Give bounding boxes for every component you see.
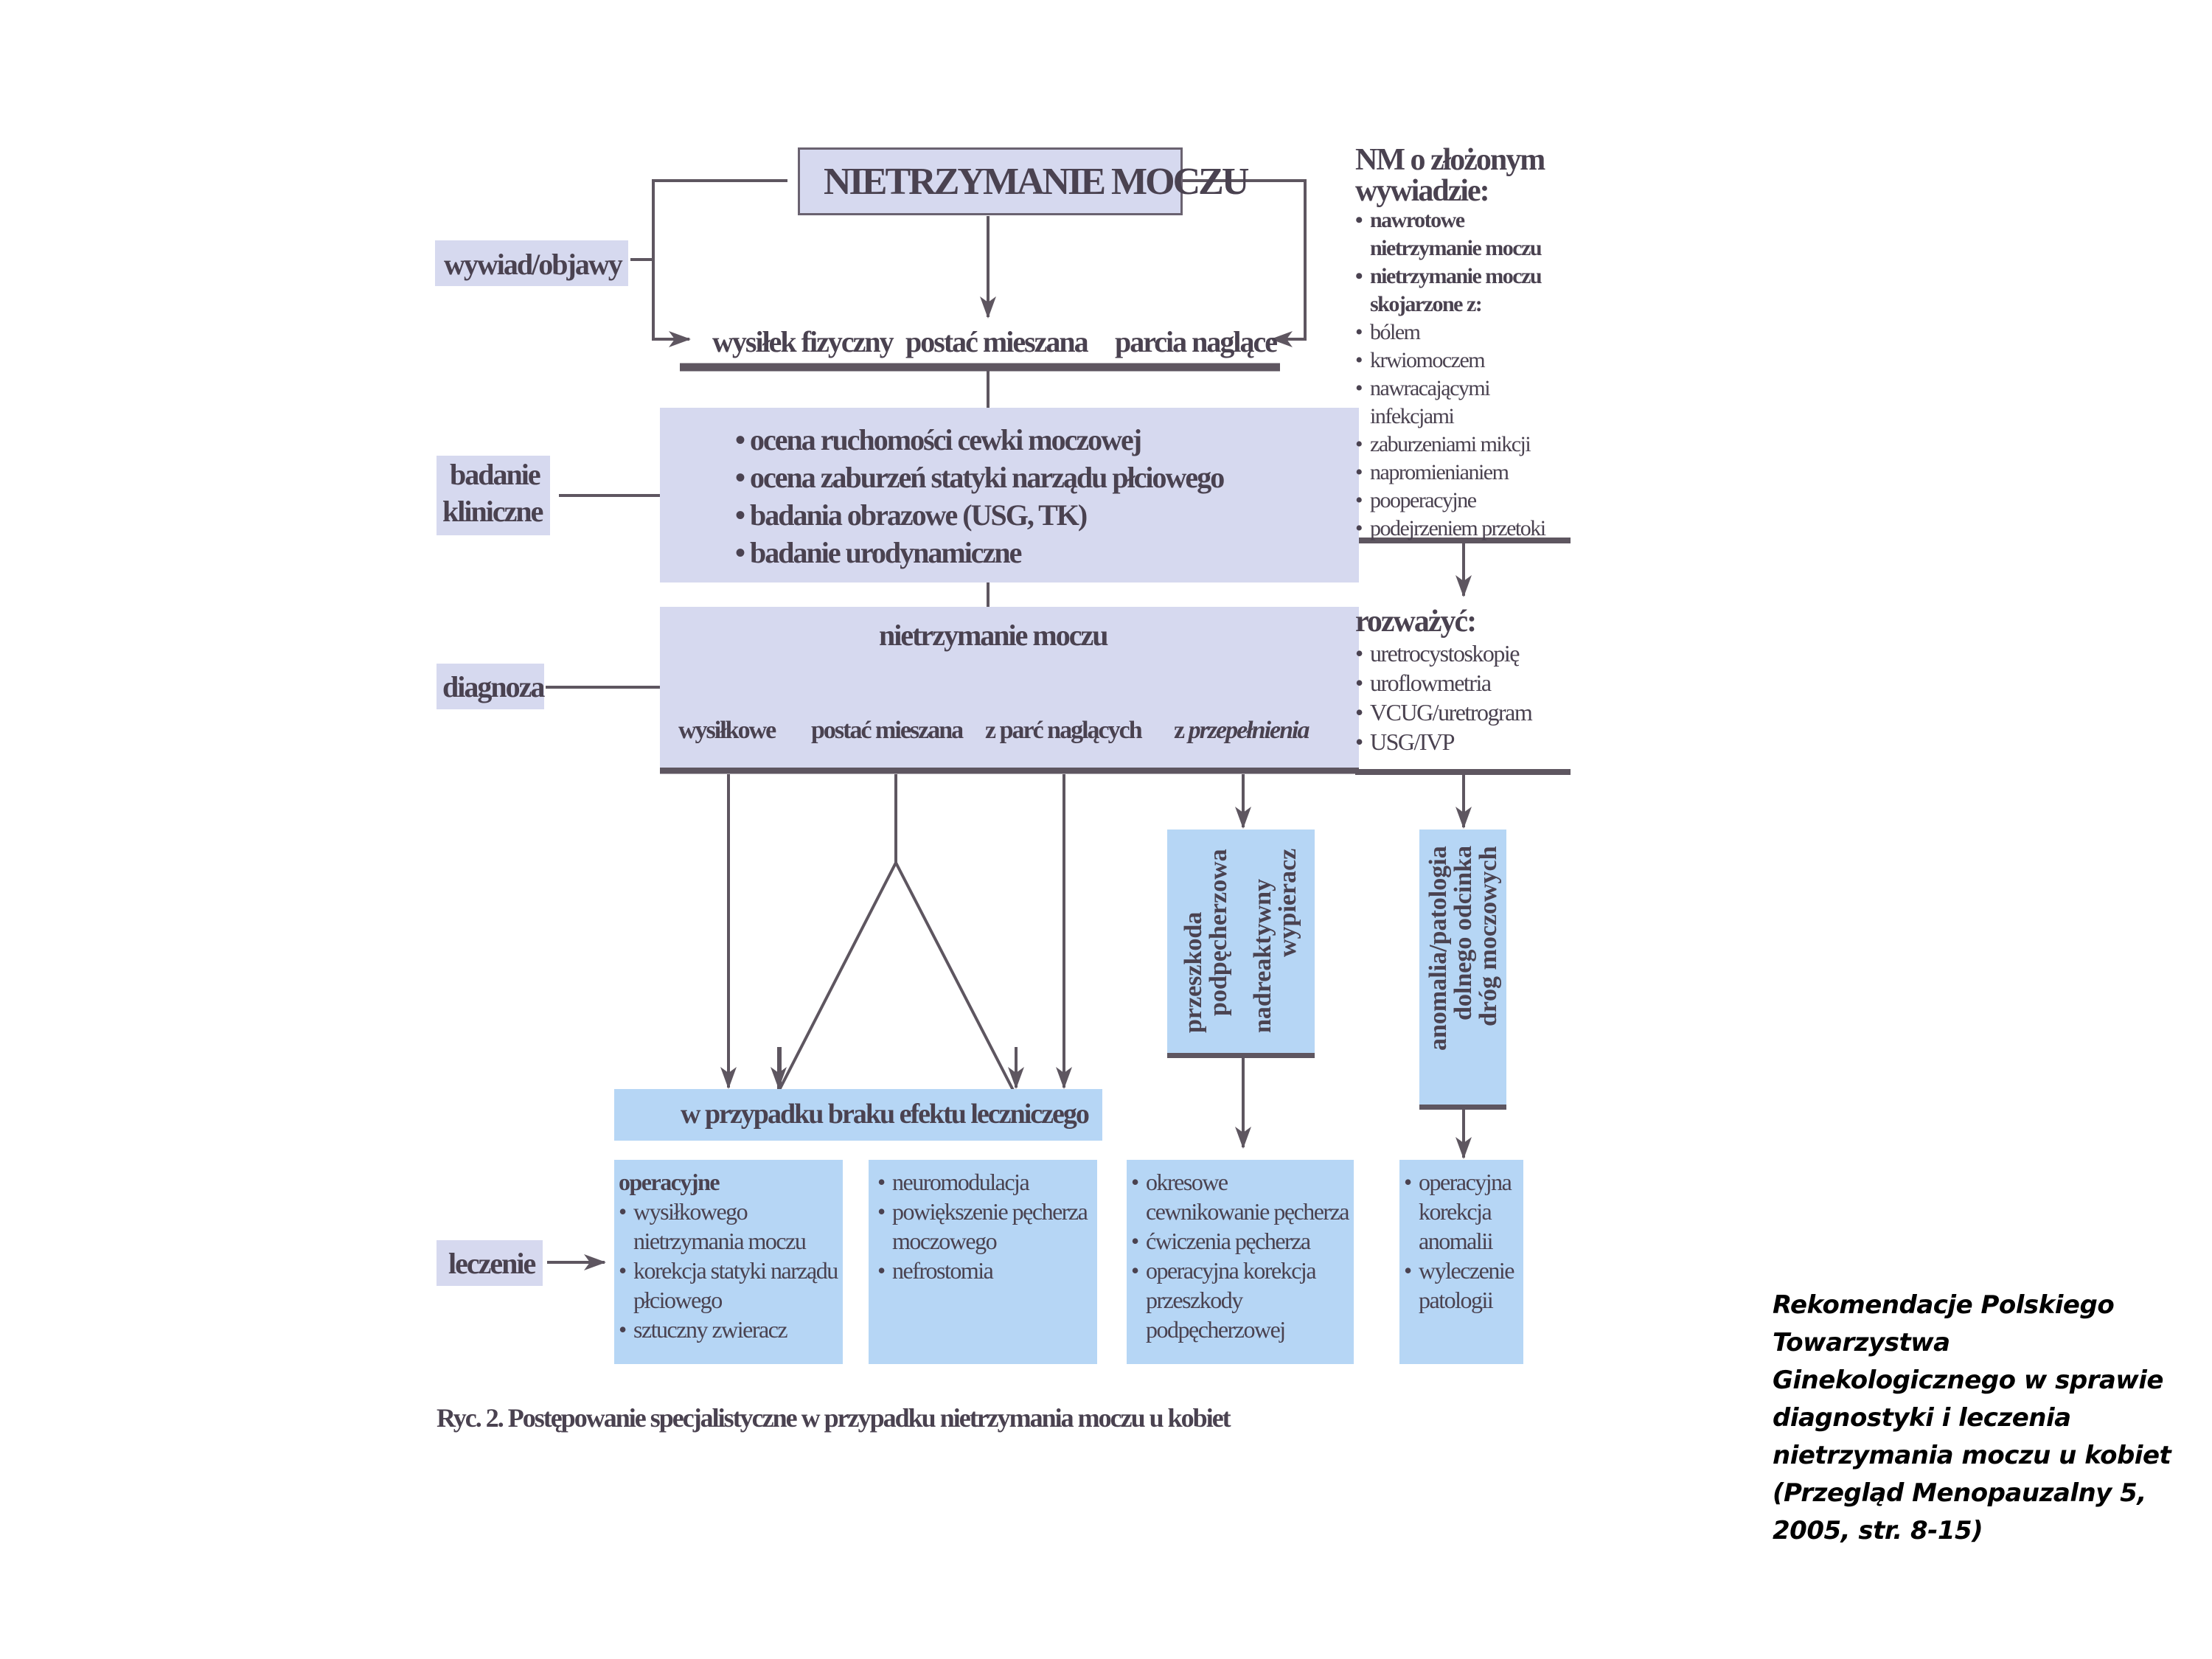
consider-item: VCUG/uretrogram	[1355, 698, 1576, 727]
exam-item: badanie urodynamiczne	[735, 534, 1223, 571]
treatment-item: nefrostomia	[877, 1256, 1091, 1285]
stage-label-history: wywiad/objawy	[435, 240, 628, 286]
complex-history-item: krwiomoczem	[1355, 347, 1576, 375]
treatment-box-anomaly: operacyjna korekcja anomalii wyleczenie …	[1399, 1160, 1523, 1364]
top-box: NIETRZYMANIE MOCZU	[798, 147, 1249, 215]
complex-history-panel: NM o złożonym wywiadzie: nawrotowenietrz…	[1355, 145, 1576, 543]
no-effect-box: w przypadku braku efektu leczniczego	[614, 1089, 1102, 1141]
treatment-item: wysiłkowego nietrzymania moczu	[619, 1197, 810, 1256]
diagnosis-header: nietrzymanie moczu	[879, 619, 1108, 652]
exam-item: ocena ruchomości cewki moczowej	[735, 421, 1223, 459]
consider-panel: rozważyć: uretrocystoskopię uroflowmetri…	[1355, 605, 1576, 757]
diagnosis-box	[660, 607, 1359, 768]
diagnosis-type-urge: z parć naglących	[985, 717, 1143, 744]
treatment-item: neuromodulacja	[877, 1167, 1091, 1197]
diagnosis-type-stress: wysiłkowe	[678, 717, 776, 744]
treatment-item: sztuczny zwieracz	[619, 1315, 840, 1344]
complex-history-item: zaburzeniami mikcji	[1355, 431, 1576, 459]
complex-history-title: NM o złożonym wywiadzie:	[1355, 143, 1545, 208]
stage-label-treatment: leczenie	[437, 1240, 543, 1286]
complex-history-item: podejrzeniem przetoki	[1355, 515, 1576, 543]
obstruction-box: przeszkoda podpęcherzowa nadreaktywny wy…	[1167, 830, 1315, 1053]
treatment-item: operacyjna korekcja anomalii	[1404, 1167, 1514, 1256]
citation-text: Rekomendacje Polskiego Towarzystwa Ginek…	[1773, 1290, 2171, 1545]
top-box-title: NIETRZYMANIE MOCZU	[824, 161, 1249, 203]
complex-history-item: nawracającymi infekcjami	[1355, 375, 1576, 431]
treatment-item: ćwiczenia pęcherza	[1131, 1226, 1349, 1256]
complex-history-item: napromienianiem	[1355, 459, 1576, 487]
clinical-exam-box: ocena ruchomości cewki moczowej ocena za…	[660, 408, 1359, 582]
consider-item: uretrocystoskopię	[1355, 639, 1576, 668]
treatment-box-surgical: operacyjne wysiłkowego nietrzymania mocz…	[614, 1160, 843, 1364]
figure-caption: Ryc. 2. Postępowanie specjalistyczne w p…	[437, 1403, 1231, 1433]
exam-item: ocena zaburzeń statyki narządu płciowego	[735, 459, 1225, 496]
treatment-item: okresowe cewnikowanie pęcherza	[1131, 1167, 1352, 1226]
treatment-box-overflow: okresowe cewnikowanie pęcherza ćwiczenia…	[1127, 1160, 1354, 1364]
consider-title: rozważyć:	[1355, 605, 1477, 639]
diagnosis-type-mixed: postać mieszana	[811, 717, 964, 744]
treatment-item: korekcja statyki narządu płciowego	[619, 1256, 840, 1315]
consider-item: USG/IVP	[1355, 727, 1576, 757]
connector-right-top	[1169, 179, 1307, 347]
treatment-item: wyleczenie patologii	[1404, 1256, 1514, 1315]
stage-label-exam: badanie kliniczne	[437, 456, 550, 535]
complex-history-item: pooperacyjne	[1355, 487, 1576, 515]
complex-history-item: bólem	[1355, 319, 1576, 347]
treatment-item: operacyjna korekcja przeszkody podpęcher…	[1131, 1256, 1323, 1344]
anomaly-box: anomalia/patologia dolnego odcinka dróg …	[1419, 830, 1506, 1105]
symptom-mixed: postać mieszana	[905, 325, 1089, 358]
stage-label-diagnosis: diagnoza	[437, 664, 545, 709]
exam-item: badania obrazowe (USG, TK)	[735, 496, 1223, 534]
symptom-urge: parcia naglące	[1115, 325, 1278, 358]
symptom-effort: wysiłek fizyczny	[712, 325, 894, 358]
treatment-box-other: neuromodulacja powiększenie pęcherza moc…	[869, 1160, 1097, 1364]
connector-left-top	[652, 179, 787, 347]
diagnosis-type-overflow: z przepełnienia	[1174, 717, 1310, 744]
consider-item: uroflowmetria	[1355, 668, 1576, 698]
treatment-item: powiększenie pęcherza moczowego	[877, 1197, 1091, 1256]
